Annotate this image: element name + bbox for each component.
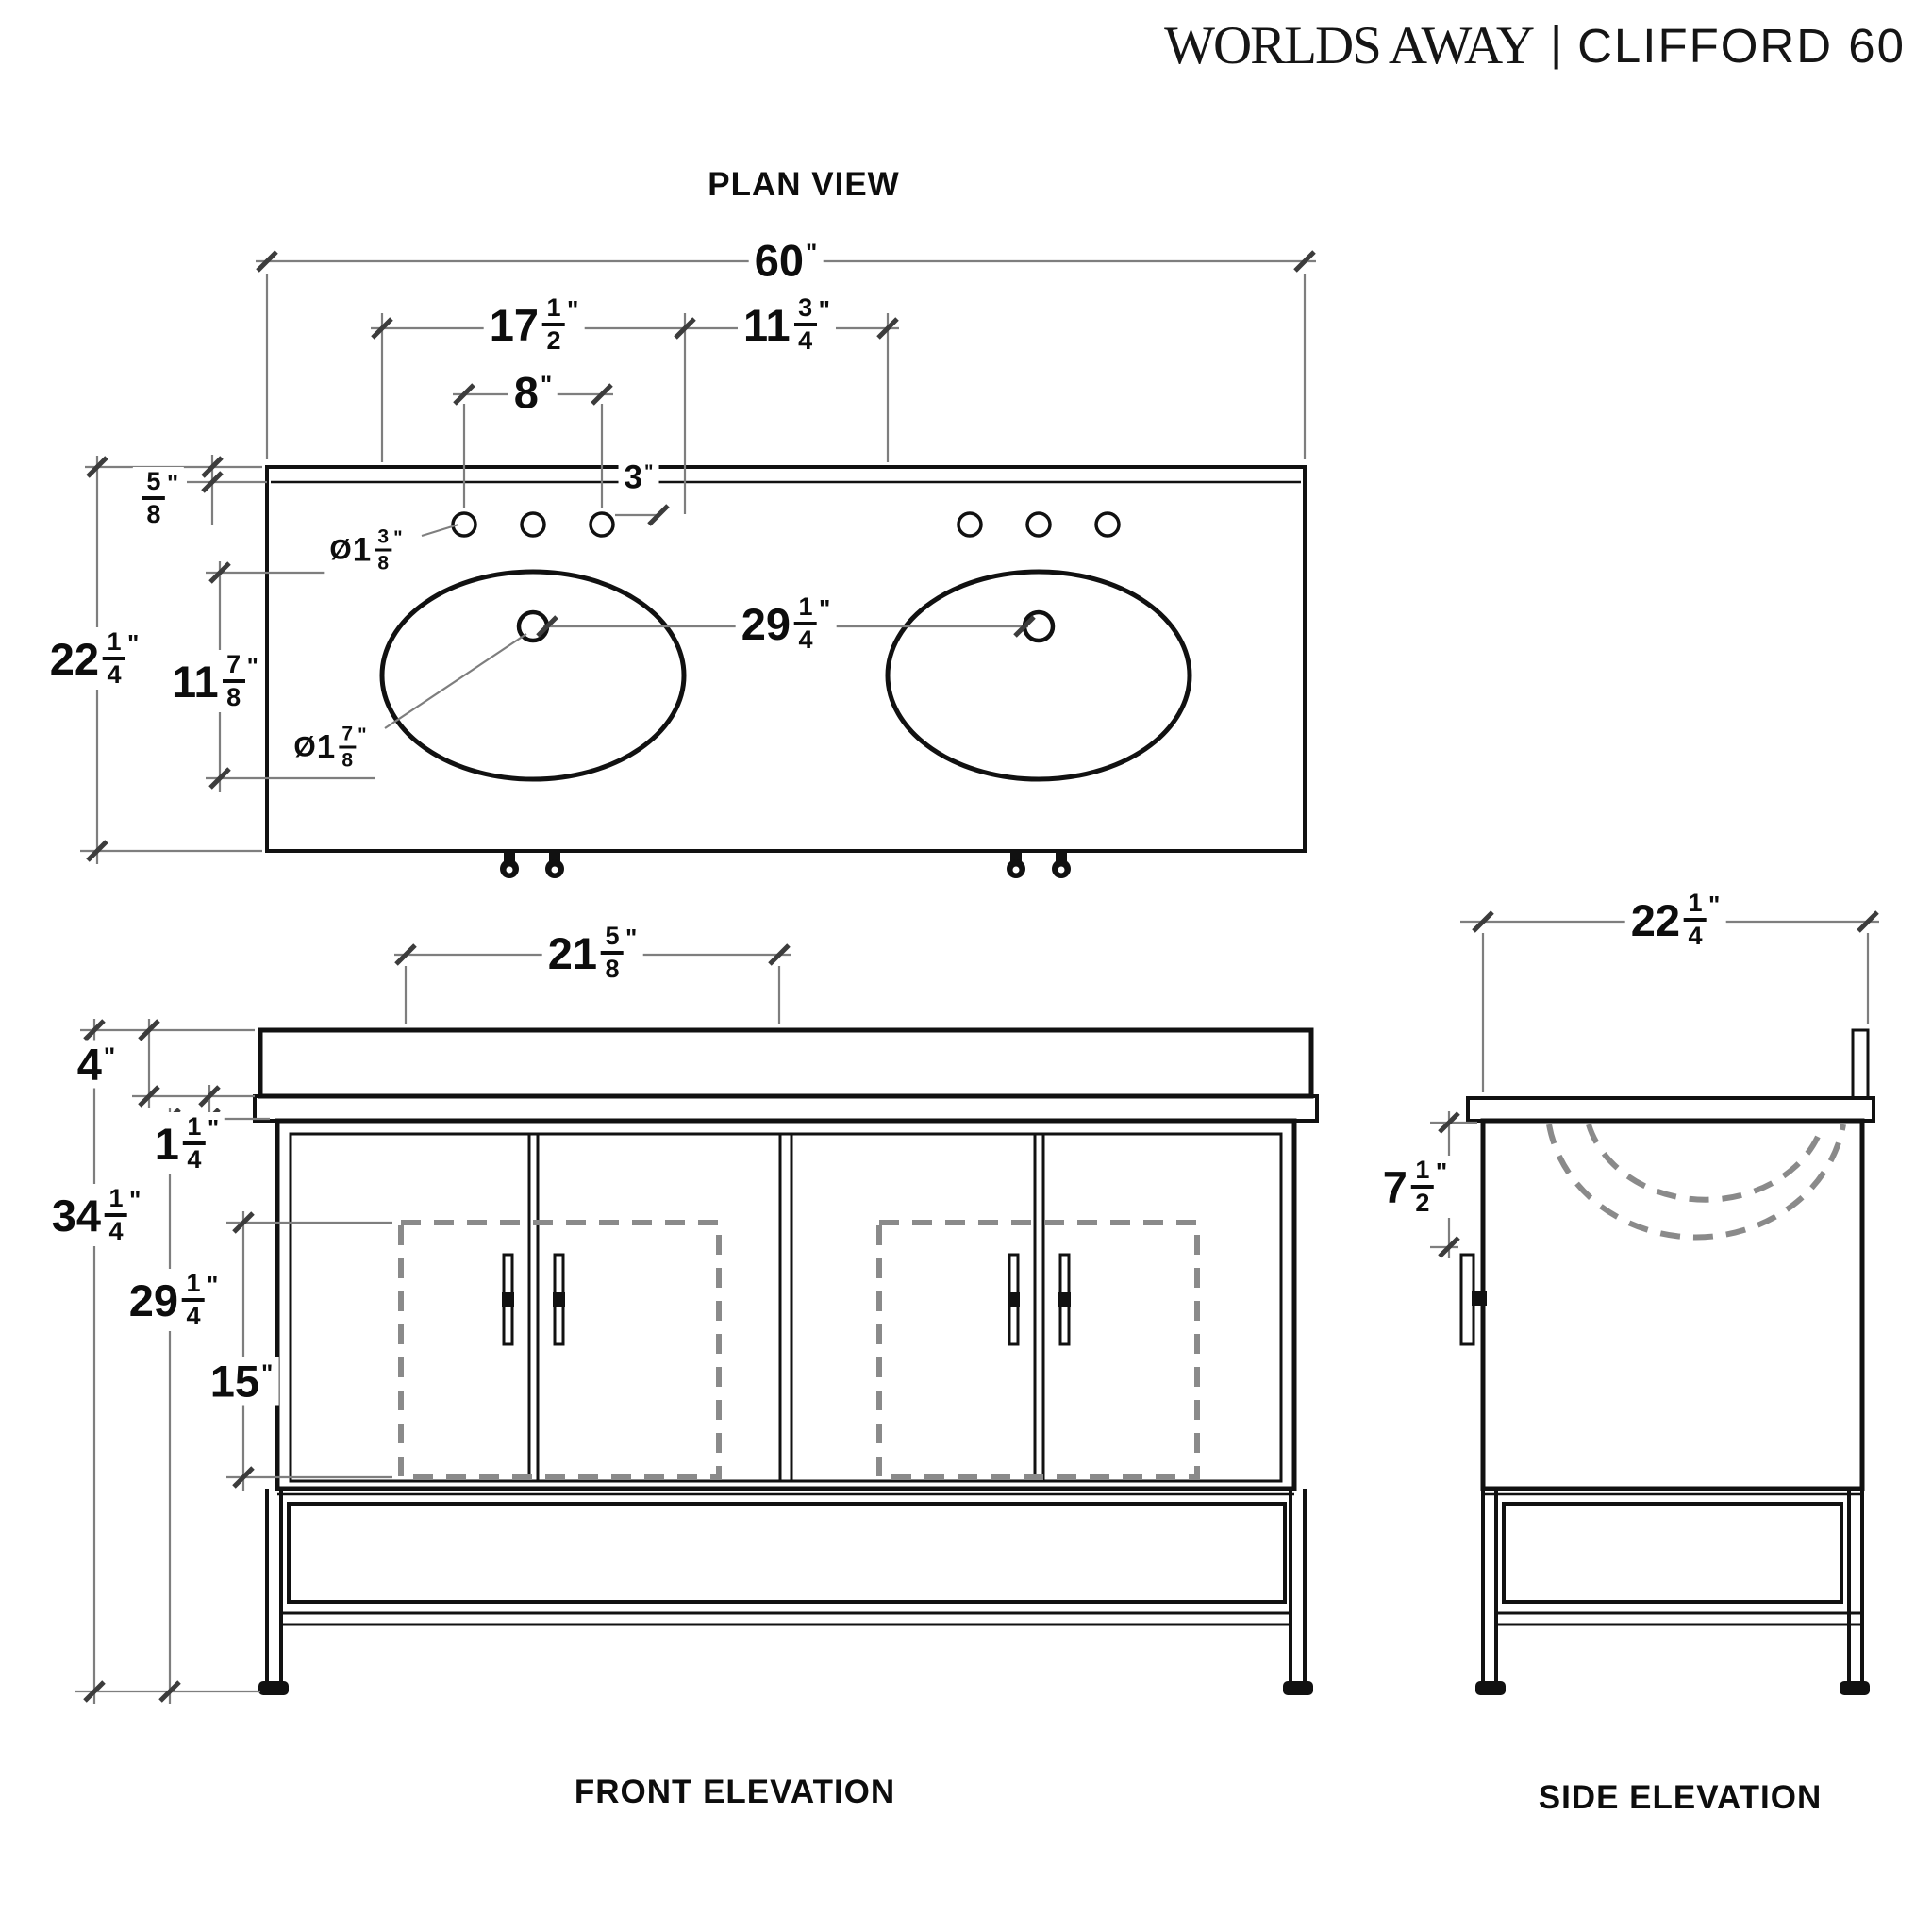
plan-view: [265, 465, 1307, 878]
plan-view-title: PLAN VIEW: [708, 166, 900, 203]
front-door-frame: [289, 1132, 1283, 1483]
side-sink-bowl-dashed-outer: [1546, 1124, 1846, 1241]
front-door-handles: [502, 1253, 1071, 1346]
front-backsplash: [258, 1027, 1314, 1099]
front-base-opening: [287, 1502, 1287, 1604]
plan-door-knobs: [500, 852, 1071, 878]
faucet-dia-leader: [421, 523, 459, 538]
dim-plan-faucet-spread: 8": [508, 368, 558, 417]
plan-drain-hole-right: [1022, 609, 1056, 643]
side-cabinet-box: [1480, 1118, 1865, 1491]
front-base-stretcher: [279, 1611, 1292, 1626]
side-base-opening: [1502, 1502, 1843, 1604]
side-foot-front: [1475, 1681, 1506, 1695]
plan-faucet-hole: [1025, 511, 1052, 538]
front-counter-slab: [253, 1094, 1319, 1123]
front-dimension-lines: [75, 943, 791, 1704]
front-foot-left: [258, 1681, 289, 1695]
product-name: CLIFFORD 60: [1577, 19, 1906, 73]
plan-faucet-hole: [957, 511, 983, 538]
side-backsplash: [1851, 1028, 1870, 1100]
side-door-handle: [1459, 1253, 1487, 1346]
dim-plan-overall-width: 60": [748, 236, 824, 285]
front-cabinet-box: [275, 1118, 1297, 1491]
side-base-frame: [1475, 1489, 1870, 1695]
side-view-title: SIDE ELEVATION: [1538, 1779, 1823, 1816]
dim-plan-hole-setback: 3": [618, 458, 659, 496]
front-elevation: [253, 1027, 1319, 1695]
plan-sink-bowl-left: [379, 569, 687, 782]
plan-faucet-hole: [589, 511, 615, 538]
title-separator: |: [1550, 16, 1563, 70]
plan-faucet-hole: [451, 511, 477, 538]
front-shelf-dashed-left: [398, 1220, 722, 1480]
side-counter-slab: [1466, 1096, 1875, 1123]
plan-sink-bowl-right: [885, 569, 1192, 782]
plan-countertop-outline: [265, 465, 1307, 853]
front-foot-right: [1283, 1681, 1313, 1695]
front-shelf-dashed-right: [876, 1220, 1200, 1480]
side-elevation: [1459, 1028, 1875, 1695]
drain-dia-leader: [384, 633, 527, 729]
plan-faucet-hole: [1094, 511, 1121, 538]
title-block: WORLDS AWAY | CLIFFORD 60: [1164, 15, 1906, 76]
front-view-title: FRONT ELEVATION: [574, 1774, 896, 1810]
side-foot-back: [1840, 1681, 1870, 1695]
dim-front-shelf-height: 15": [204, 1357, 279, 1406]
side-sink-bowl-dashed-inner: [1586, 1124, 1825, 1203]
side-base-stretcher: [1494, 1611, 1864, 1626]
brand-name: WORLDS AWAY: [1164, 16, 1535, 75]
plan-faucet-hole: [520, 511, 546, 538]
side-dimension-lines: [1430, 910, 1879, 1258]
dim-front-backsplash-h: 4": [71, 1040, 122, 1089]
front-base-frame: [258, 1489, 1313, 1695]
